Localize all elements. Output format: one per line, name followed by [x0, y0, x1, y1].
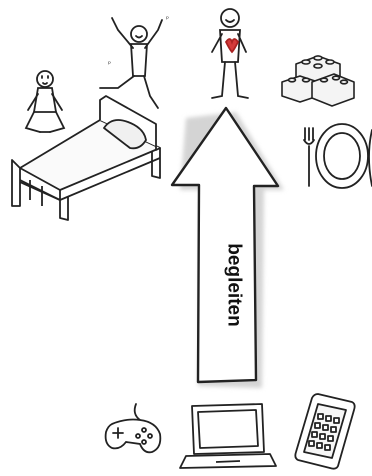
- smartphone-icon: [294, 393, 356, 470]
- plate-fork-icon: [303, 123, 372, 189]
- jumping-person-icon: ᵖ ᵖ: [99, 15, 169, 109]
- svg-text:ᵖ: ᵖ: [166, 15, 169, 23]
- lego-bricks-icon: [281, 55, 355, 107]
- bed-icon: [11, 95, 161, 221]
- svg-text:ᵖ: ᵖ: [108, 60, 111, 68]
- laptop-icon: [179, 403, 277, 469]
- game-controller-icon: [104, 403, 162, 454]
- arrow-up-icon: [170, 106, 284, 388]
- person-heart-icon: [211, 8, 249, 99]
- sitting-person-icon: [24, 70, 66, 133]
